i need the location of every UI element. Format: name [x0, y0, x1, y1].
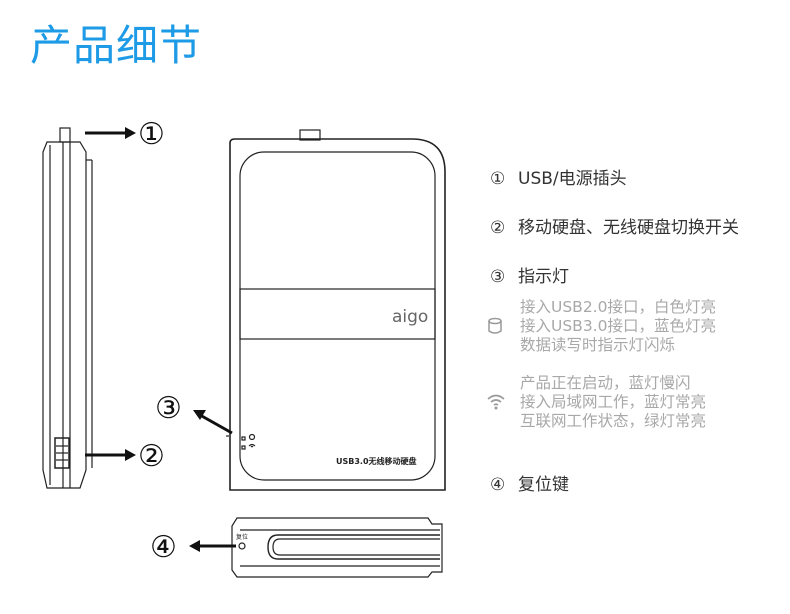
callout-arrows	[85, 127, 236, 552]
disk-indicator-desc: 接入USB2.0接口，白色灯亮接入USB3.0接口，蓝色灯亮数据读写时指示灯闪烁	[520, 298, 716, 354]
brand-logo: aigo	[392, 307, 428, 327]
callout-numbers: ① ② ③ ④	[138, 117, 182, 565]
callout-3: ③	[155, 391, 182, 426]
wifi-icon	[487, 394, 505, 410]
side-view	[42, 127, 93, 489]
bottom-view	[231, 517, 443, 578]
callout-2: ②	[138, 439, 165, 474]
callout-1: ①	[138, 117, 165, 152]
callout-4: ④	[150, 530, 177, 565]
model-label: USB3.0无线移动硬盘	[336, 456, 417, 466]
front-view	[226, 129, 446, 491]
disk-icon	[488, 317, 502, 334]
page-title: 产品细节	[30, 21, 203, 70]
reset-label: 复位	[236, 533, 248, 541]
wifi-indicator-desc: 产品正在启动，蓝灯慢闪接入局域网工作，蓝灯常亮互联网工作状态，绿灯常亮	[520, 374, 707, 430]
